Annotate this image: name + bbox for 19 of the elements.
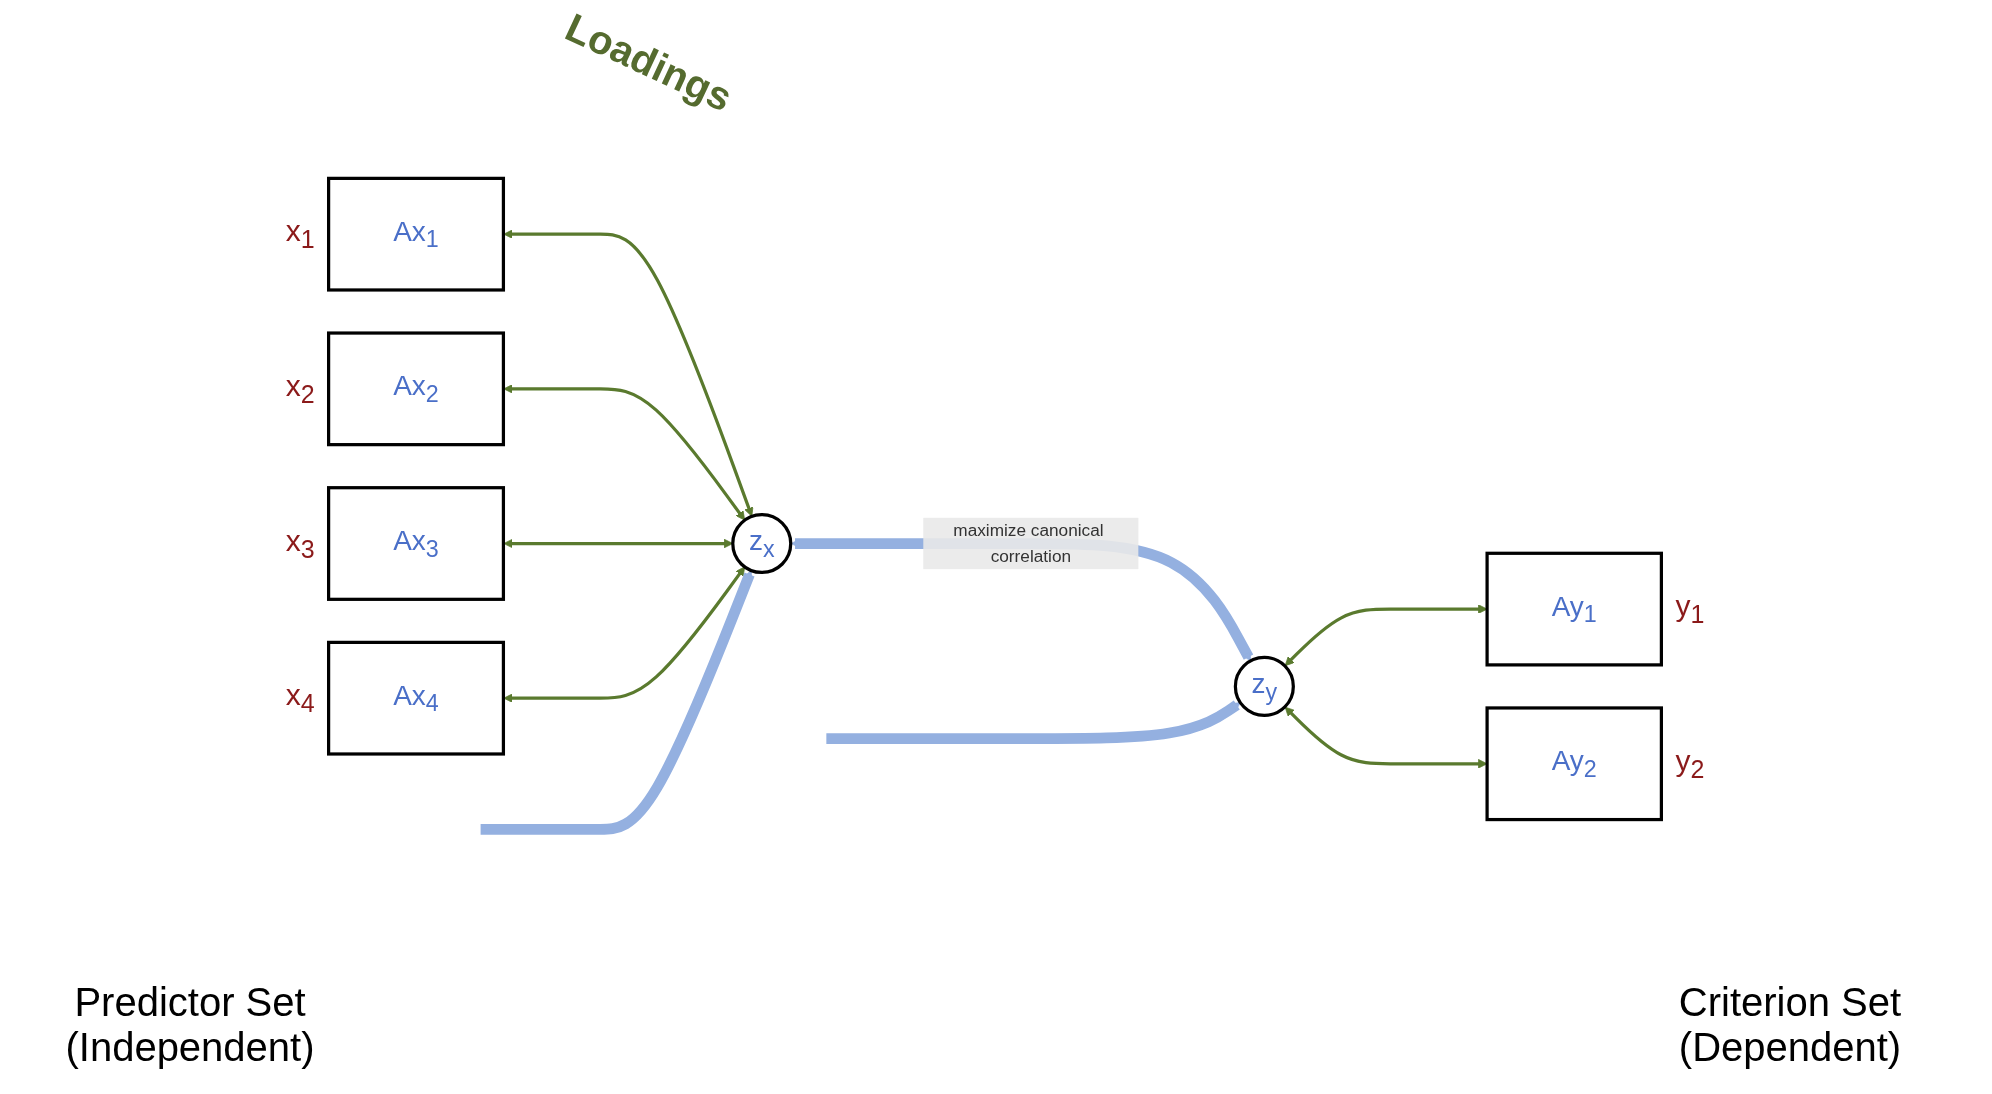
- variable-label: x$_{2}$: [285, 368, 315, 409]
- variable-label: x$_{4}$: [285, 678, 315, 719]
- node-box: Ay$_{2}$: [1485, 706, 1663, 822]
- node-box: Ax$_{1}$: [327, 176, 506, 292]
- variable-label: x$_{1}$: [285, 214, 315, 255]
- edge-label: maximize canonical correlation: [953, 520, 1104, 566]
- arrow: [826, 700, 1241, 744]
- group-label: Criterion Set (Dependent): [1677, 980, 1903, 1070]
- node-box: Ax$_{3}$: [327, 486, 506, 601]
- node-box: Ay$_{1}$: [1485, 551, 1663, 667]
- variable-label: y$_{1}$: [1675, 589, 1705, 630]
- variable-label: y$_{2}$: [1675, 743, 1705, 784]
- node-box: Ax$_{4}$: [327, 640, 506, 756]
- node-circle: z$_{x}$: [731, 512, 793, 575]
- node-box: Ax$_{2}$: [327, 331, 506, 447]
- node-circle: z$_{y}$: [1233, 655, 1295, 717]
- variable-label: x$_{3}$: [285, 523, 315, 564]
- arrow: [480, 570, 755, 835]
- group-label: Predictor Set (Independent): [64, 980, 316, 1070]
